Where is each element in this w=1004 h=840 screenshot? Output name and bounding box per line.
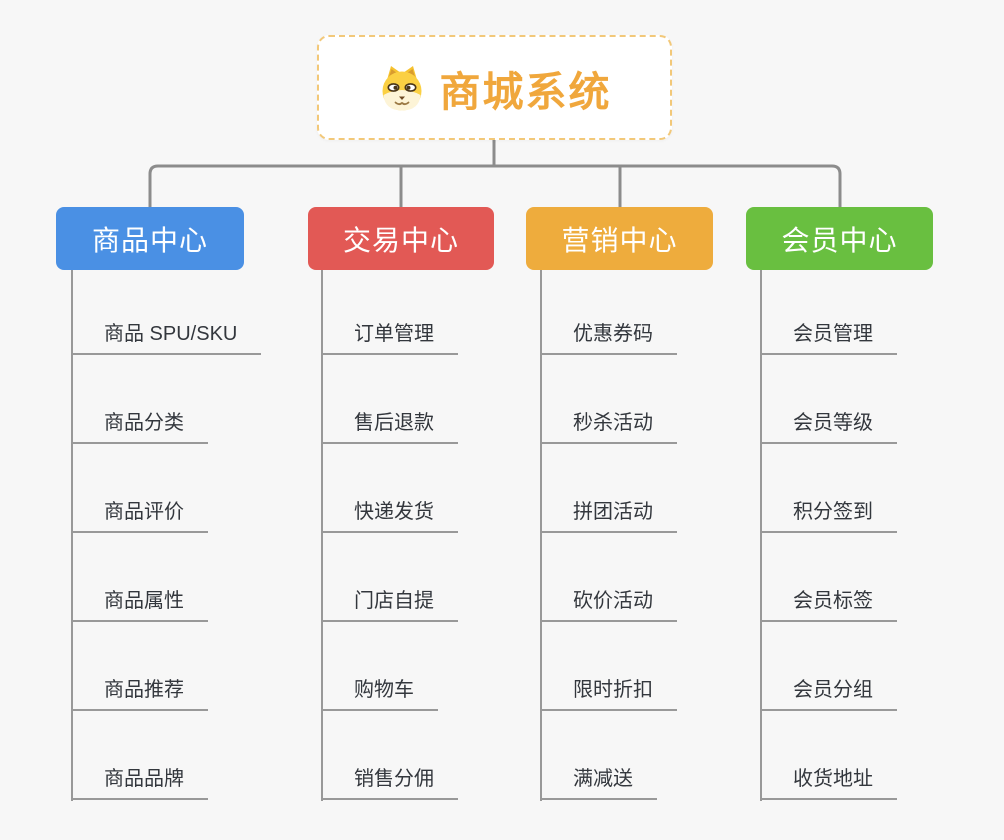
child-node-product-brand[interactable]: 商品品牌 [72, 761, 208, 800]
child-node-sales-commission[interactable]: 销售分佣 [322, 761, 458, 800]
child-node-aftersale-refund[interactable]: 售后退款 [322, 405, 458, 444]
branch-node-product-center[interactable]: 商品中心 [56, 207, 244, 270]
child-node-flash-sale[interactable]: 秒杀活动 [541, 405, 677, 444]
child-node-order-management[interactable]: 订单管理 [322, 316, 458, 355]
child-node-member-group[interactable]: 会员分组 [761, 672, 897, 711]
child-node-member-tag[interactable]: 会员标签 [761, 583, 897, 622]
root-branch-connectors [148, 138, 842, 210]
child-node-product-category[interactable]: 商品分类 [72, 405, 208, 444]
root-node[interactable]: 商城系统 [317, 35, 672, 140]
child-node-shopping-cart[interactable]: 购物车 [322, 672, 438, 711]
child-node-member-management[interactable]: 会员管理 [761, 316, 897, 355]
child-node-product-review[interactable]: 商品评价 [72, 494, 208, 533]
child-node-points-checkin[interactable]: 积分签到 [761, 494, 897, 533]
child-node-product-attribute[interactable]: 商品属性 [72, 583, 208, 622]
child-node-product-recommend[interactable]: 商品推荐 [72, 672, 208, 711]
root-label: 商城系统 [439, 68, 612, 115]
branch-node-trade-center[interactable]: 交易中心 [308, 207, 494, 270]
child-node-full-reduction[interactable]: 满减送 [541, 761, 657, 800]
branch-node-member-center[interactable]: 会员中心 [746, 207, 933, 270]
child-node-bargain-activity[interactable]: 砍价活动 [541, 583, 677, 622]
child-node-shipping-address[interactable]: 收货地址 [761, 761, 897, 800]
branch-node-marketing-center[interactable]: 营销中心 [526, 207, 713, 270]
dog-face-icon [378, 64, 426, 112]
child-node-group-buy[interactable]: 拼团活动 [541, 494, 677, 533]
child-node-store-pickup[interactable]: 门店自提 [322, 583, 458, 622]
child-node-coupon-code[interactable]: 优惠券码 [541, 316, 677, 355]
child-node-limited-time-discount[interactable]: 限时折扣 [541, 672, 677, 711]
child-node-product-spu-sku[interactable]: 商品 SPU/SKU [72, 316, 262, 355]
child-node-member-level[interactable]: 会员等级 [761, 405, 897, 444]
child-node-express-delivery[interactable]: 快递发货 [322, 494, 458, 533]
